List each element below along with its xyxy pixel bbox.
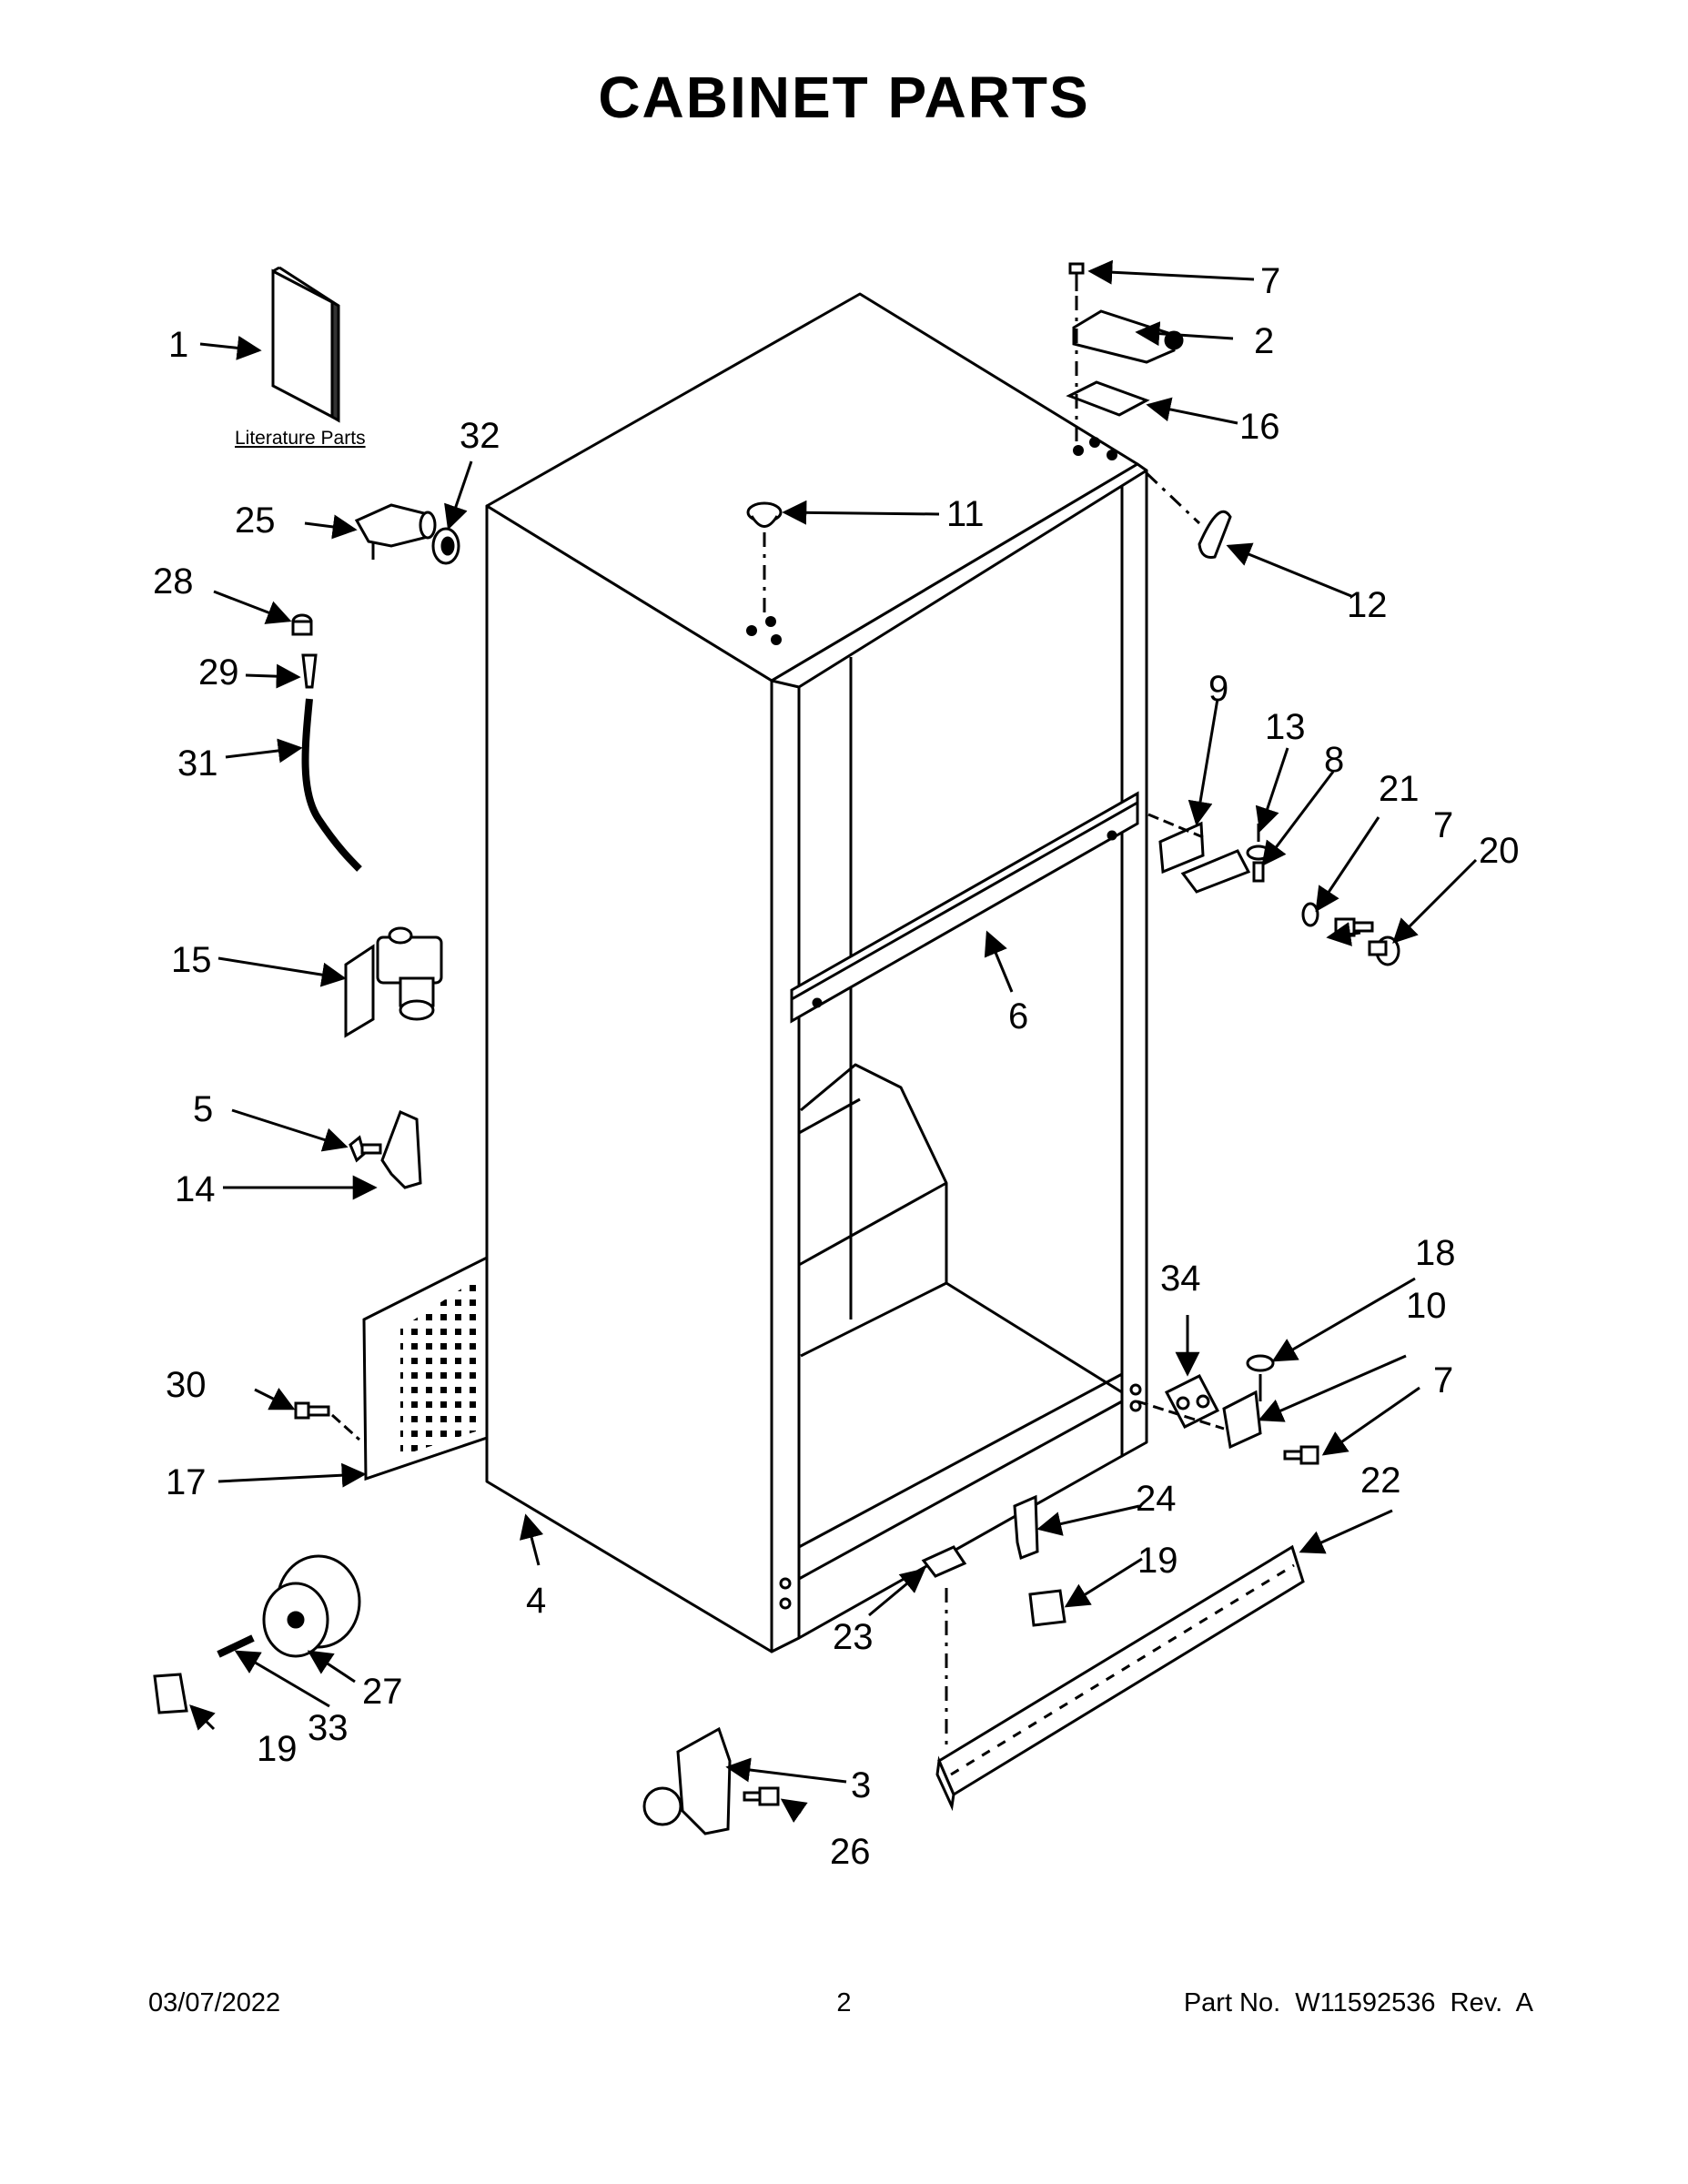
hinge-shim (1066, 380, 1150, 417)
callout-33: 33 (308, 1708, 349, 1748)
callout-9: 9 (1208, 669, 1228, 709)
callout-2: 2 (1254, 321, 1274, 361)
callout-28: 28 (153, 561, 194, 602)
callout-26: 26 (830, 1832, 871, 1872)
callout-1: 1 (168, 325, 188, 365)
callout-7-bottom: 7 (1433, 1360, 1453, 1400)
cabinet-front-frame-left (770, 665, 801, 1653)
top-hole-plug (746, 501, 783, 528)
cabinet-body (485, 292, 1148, 1653)
tube-insert (301, 653, 318, 689)
callout-21: 21 (1379, 769, 1420, 809)
callout-31: 31 (177, 743, 218, 784)
callout-19-right: 19 (1137, 1541, 1178, 1581)
leveling-screw (743, 1786, 780, 1806)
callout-20: 20 (1479, 831, 1520, 871)
machine-compartment-cover (362, 1255, 489, 1481)
front-leveling-bracket (642, 1726, 732, 1835)
callout-23: 23 (833, 1617, 874, 1657)
hinge-screw-top (1068, 262, 1085, 291)
callout-14: 14 (175, 1169, 216, 1209)
callout-27: 27 (362, 1672, 403, 1712)
callout-7-center: 7 (1433, 805, 1453, 845)
callout-25: 25 (235, 500, 276, 541)
callout-10: 10 (1406, 1286, 1447, 1326)
water-tube (301, 698, 362, 872)
callout-8: 8 (1324, 740, 1344, 780)
callout-16: 16 (1239, 407, 1280, 447)
roller-axle (217, 1634, 255, 1658)
callout-15: 15 (171, 940, 212, 980)
footer-part-number: Part No. W11592536 Rev. A (1183, 1988, 1533, 2017)
literature-parts-label: Literature Parts (235, 428, 366, 449)
bottom-hinge (1222, 1374, 1262, 1450)
inlet-grommet (431, 527, 460, 565)
callout-34: 34 (1160, 1259, 1201, 1299)
cover-screw (294, 1401, 330, 1420)
callout-5: 5 (193, 1089, 213, 1129)
callout-6: 6 (1008, 996, 1028, 1036)
hinge-cover-clip (1198, 510, 1232, 559)
cabinet-side-panel (485, 504, 773, 1653)
mounting-screw (349, 1135, 382, 1163)
callout-19-left: 19 (257, 1729, 298, 1769)
bumper-right (1028, 1589, 1066, 1627)
callout-32: 32 (460, 416, 500, 456)
page-title: CABINET PARTS (598, 65, 1090, 130)
footer-page-number: 2 (836, 1988, 852, 2017)
top-hinge (1072, 309, 1184, 364)
callout-11: 11 (946, 494, 985, 534)
callout-13: 13 (1265, 707, 1306, 747)
cabinet-front-frame-top (770, 462, 1148, 689)
callout-7-top: 7 (1260, 261, 1280, 301)
grille-clip-center (921, 1545, 967, 1578)
bottom-hinge-screw (1283, 1445, 1319, 1465)
bumper-left (153, 1673, 188, 1714)
callout-18: 18 (1415, 1233, 1456, 1273)
grille-clip-side (1013, 1494, 1039, 1561)
hinge-cap (1368, 935, 1400, 966)
hinge-washer-center (1246, 844, 1271, 861)
callout-17: 17 (166, 1462, 207, 1502)
hinge-pin (1252, 861, 1265, 883)
cabinet-top-holes (746, 437, 1117, 645)
callout-12: 12 (1347, 585, 1388, 625)
cabinet-front-frame-bottom (797, 1400, 1124, 1640)
cabinet-front-frame-right (1120, 469, 1148, 1458)
literature-booklet (271, 266, 340, 423)
callout-24: 24 (1136, 1479, 1177, 1519)
base-grille (935, 1544, 1305, 1812)
valve-bracket (380, 1109, 422, 1189)
divider-rail (790, 791, 1139, 1024)
hinge-spacer (1301, 902, 1319, 927)
leader-lines (189, 259, 1478, 1823)
callout-29: 29 (198, 652, 239, 693)
bottom-hinge-washer (1246, 1354, 1275, 1372)
center-hinge (1158, 821, 1251, 894)
rear-roller (262, 1554, 361, 1658)
callout-30: 30 (166, 1365, 207, 1405)
water-valve (344, 926, 443, 1038)
callout-4: 4 (526, 1581, 546, 1621)
callout-22: 22 (1360, 1461, 1401, 1501)
callout-3: 3 (851, 1765, 871, 1805)
footer-date: 03/07/2022 (148, 1988, 281, 2017)
tube-nut (291, 613, 313, 636)
water-inlet-fitting (354, 503, 437, 560)
